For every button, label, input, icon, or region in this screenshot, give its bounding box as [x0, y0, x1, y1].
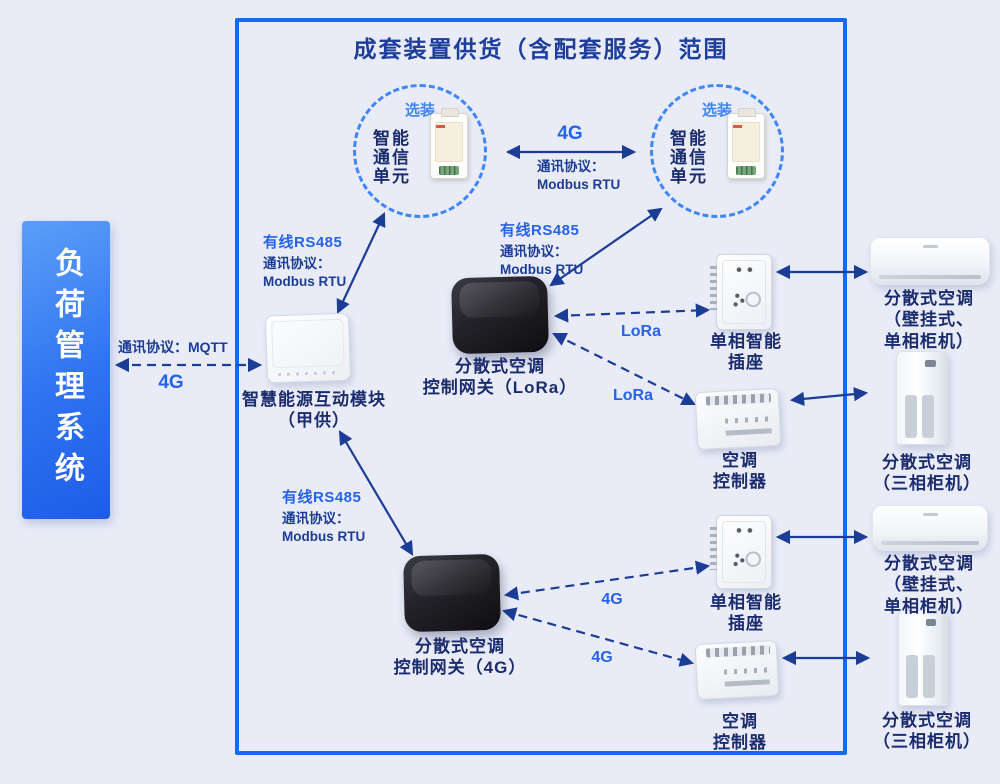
link-label-4g-top: 4G — [557, 123, 583, 144]
din-red-tag — [733, 125, 742, 128]
lora-label-2: LoRa — [613, 387, 653, 404]
ac-wall-label-2: 分散式空调 （壁挂式、 单相柜机） — [884, 554, 974, 616]
mqtt-4g-label: 4G — [158, 372, 184, 393]
rs485-block-mid: 有线RS485 通讯协议： Modbus RTU — [500, 219, 583, 279]
supply-scope-box — [235, 18, 847, 755]
ac-wall-label-1: 分散式空调 （壁挂式、 单相柜机） — [884, 289, 974, 351]
rs485-title: 有线RS485 — [500, 222, 580, 239]
ac-cabinet-image-2 — [898, 610, 948, 706]
4g-label-2: 4G — [591, 649, 613, 666]
load-management-system-label: 负荷管理系统 — [50, 247, 83, 493]
rs485-title: 有线RS485 — [282, 489, 362, 506]
lora-label-1: LoRa — [621, 323, 661, 340]
optional-unit-circle-left: 选装 智能通信单元 — [353, 84, 487, 218]
ac-cabinet-image-1 — [896, 351, 948, 445]
din-rail-tab — [441, 108, 459, 117]
ac-wall-image-1 — [870, 237, 990, 285]
load-management-system-box: 负荷管理系统 — [22, 221, 110, 519]
smart-socket-image-2 — [710, 515, 772, 589]
optional-badge: 选装 — [701, 102, 732, 119]
gateway-4g-label: 分散式空调 控制网关（4G） — [393, 637, 527, 678]
ac-controller-image-1 — [694, 387, 782, 451]
rs485-protocol: 通讯协议： Modbus RTU — [500, 244, 584, 278]
rs485-block-left: 有线RS485 通讯协议： Modbus RTU — [263, 231, 346, 291]
din-rail-tab — [738, 108, 756, 117]
din-red-tag — [436, 125, 445, 128]
gateway-lora-label: 分散式空调 控制网关（LoRa） — [422, 357, 578, 398]
comm-unit-label: 智能通信单元 — [373, 129, 411, 186]
ac-controller-image-2 — [694, 639, 780, 701]
optional-badge: 选装 — [404, 102, 435, 119]
comm-unit-label: 智能通信单元 — [670, 129, 708, 186]
link-label-modbus-top: 通讯协议： Modbus RTU — [537, 159, 621, 193]
comm-unit-device-image — [430, 108, 468, 179]
supply-scope-title: 成套装置供货（含配套服务）范围 — [353, 36, 729, 62]
ac-wall-image-2 — [872, 505, 988, 551]
smart-socket-label-2: 单相智能 插座 — [710, 593, 782, 634]
rs485-protocol: 通讯协议： Modbus RTU — [282, 511, 366, 545]
ac-controller-label-2: 空调 控制器 — [713, 712, 767, 753]
smart-socket-label-1: 单相智能 插座 — [710, 332, 782, 373]
smart-socket-image-1 — [710, 254, 772, 330]
gateway-4g-image — [403, 553, 501, 633]
rs485-protocol: 通讯协议： Modbus RTU — [263, 256, 347, 290]
ac-cabinet-label-1: 分散式空调 （三相柜机） — [873, 453, 981, 494]
energy-module-image — [264, 312, 352, 384]
rs485-title: 有线RS485 — [263, 234, 343, 251]
ac-cabinet-label-2: 分散式空调 （三相柜机） — [873, 711, 981, 752]
optional-unit-circle-right: 选装 智能通信单元 — [650, 84, 784, 218]
mqtt-protocol-label: 通讯协议：MQTT — [118, 339, 228, 355]
4g-label-1: 4G — [601, 591, 623, 608]
rs485-block-bottom: 有线RS485 通讯协议： Modbus RTU — [282, 486, 365, 546]
ac-controller-label-1: 空调 控制器 — [713, 451, 767, 492]
comm-unit-device-image — [727, 108, 765, 179]
gateway-lora-image — [451, 275, 549, 355]
energy-module-label: 智慧能源互动模块 （甲供） — [242, 390, 386, 431]
